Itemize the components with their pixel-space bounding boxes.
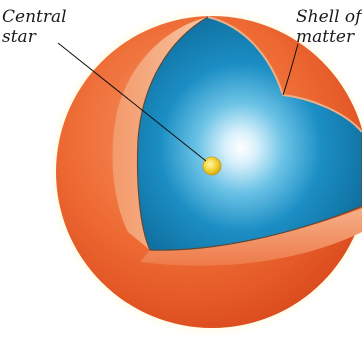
central-star-label-line-2: star — [2, 27, 36, 47]
shell-of-matter-label-line-1: Shell of — [296, 7, 361, 27]
central-star — [203, 157, 221, 175]
shell-of-matter-label-line-2: matter — [296, 27, 354, 47]
central-star-label-line-1: Central — [2, 7, 67, 27]
